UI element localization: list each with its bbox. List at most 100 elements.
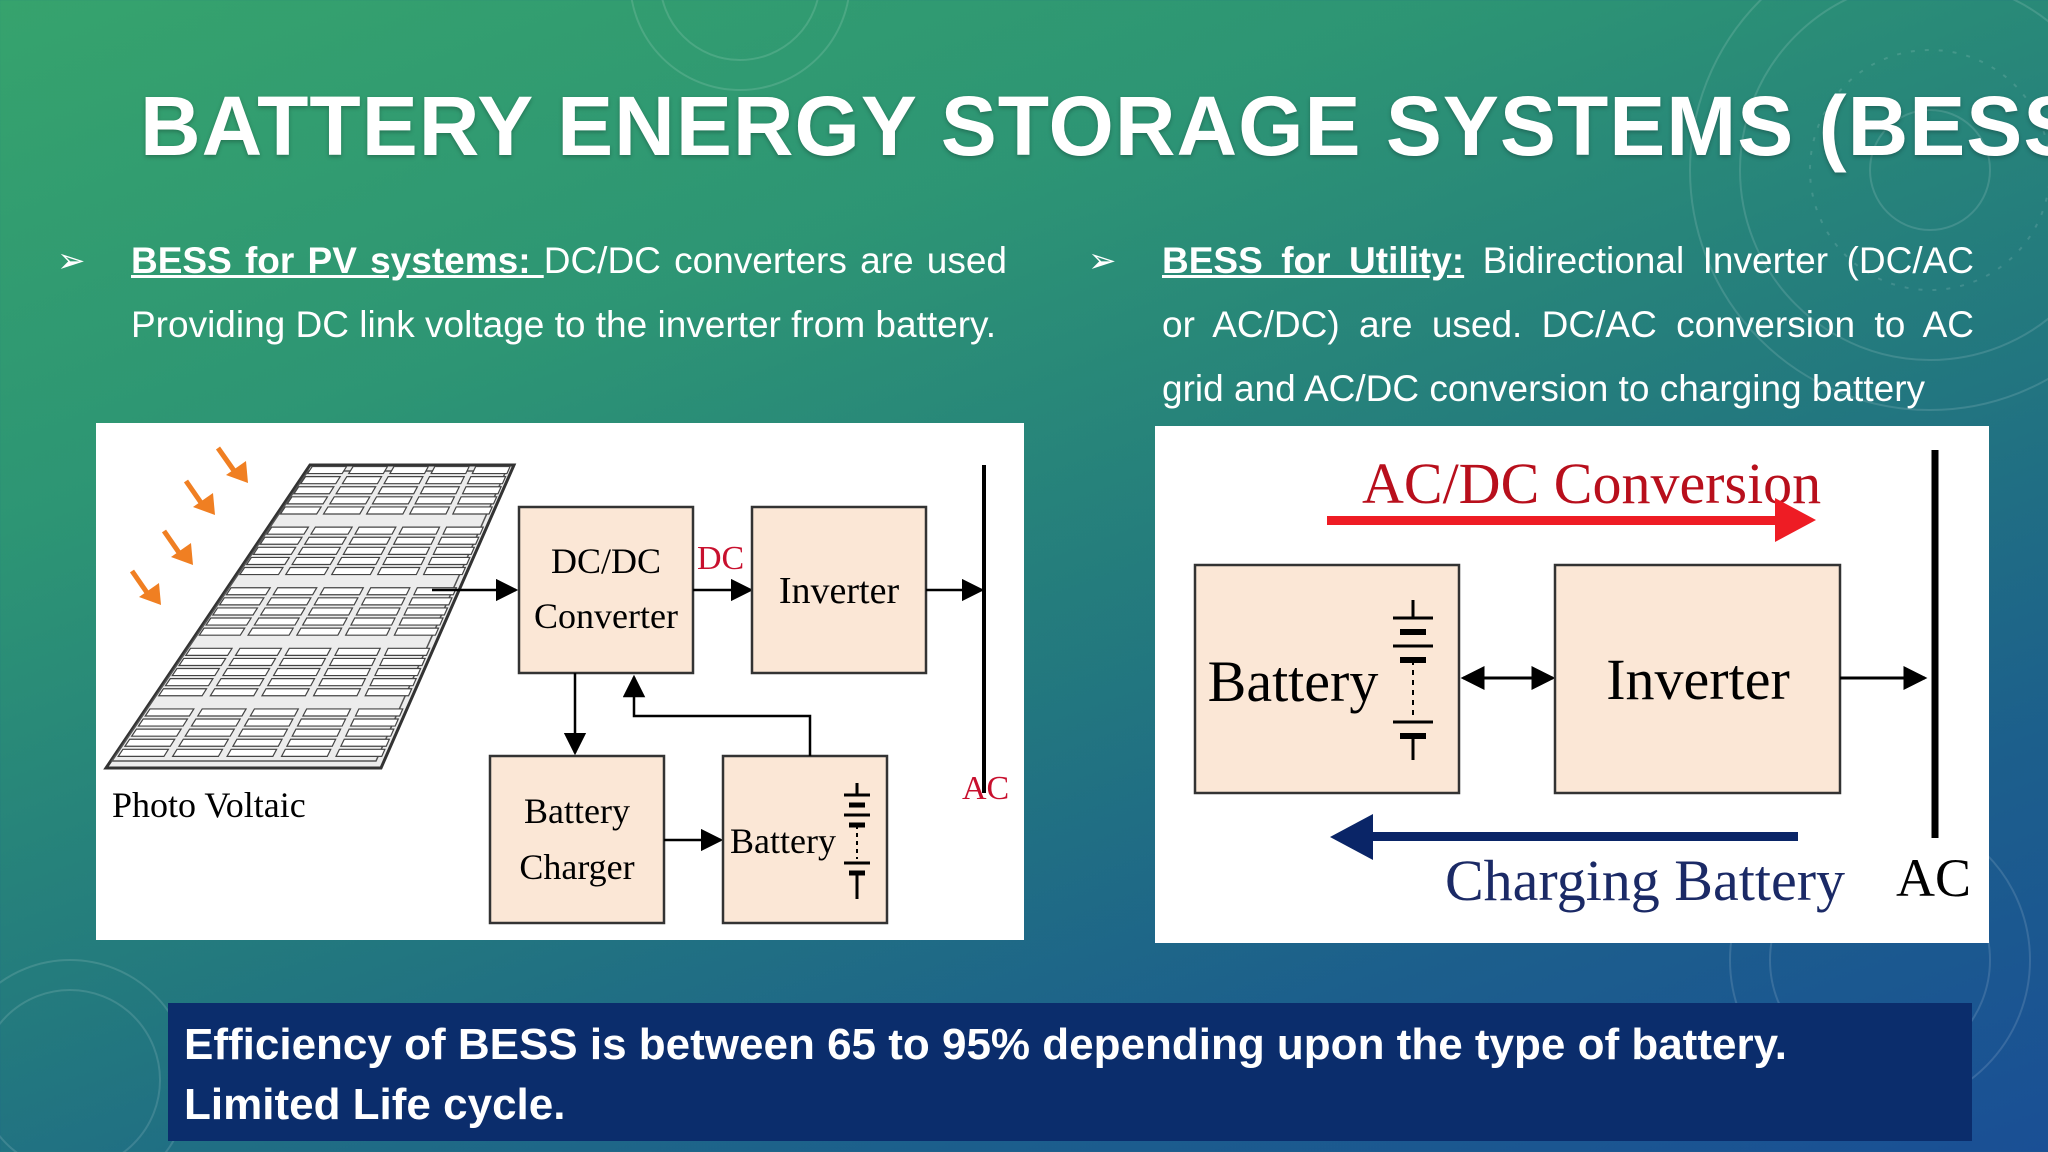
solar-cell xyxy=(330,566,376,576)
solar-cell xyxy=(291,728,342,737)
charging-battery-label: Charging Battery xyxy=(1445,848,1845,913)
solar-cell xyxy=(422,566,467,576)
solar-cell xyxy=(398,617,444,626)
solar-cell xyxy=(378,657,427,667)
dcdc-converter-block: DC/DC Converter xyxy=(517,505,695,675)
solar-cell xyxy=(260,688,311,697)
solar-cell xyxy=(456,496,498,505)
solar-cell xyxy=(382,556,426,566)
solar-cell xyxy=(117,748,170,757)
efficiency-note-line1: Efficiency of BESS is between 65 to 95% … xyxy=(184,1020,1788,1069)
solar-cell xyxy=(328,496,371,505)
solar-cell xyxy=(218,597,265,606)
solar-cell xyxy=(364,688,413,697)
solar-cell xyxy=(184,647,234,656)
solar-cell xyxy=(297,546,342,555)
battery-charger-block: Battery Charger xyxy=(488,754,666,925)
bullet-utility: ➢ BESS for Utility: Bidirectional Invert… xyxy=(1088,229,1974,421)
solar-cell xyxy=(323,667,372,677)
solar-cell xyxy=(366,587,411,596)
solar-cell xyxy=(393,627,440,636)
dcdc-label-line2: Converter xyxy=(534,596,678,636)
solar-cell xyxy=(292,486,335,495)
solar-cell xyxy=(344,728,395,737)
solar-cell xyxy=(403,607,449,616)
solar-cell xyxy=(328,657,377,667)
solar-cell xyxy=(228,657,277,667)
ac-dc-conversion-label: AC/DC Conversion xyxy=(1362,451,1821,516)
solar-cell xyxy=(313,597,359,606)
solar-cell xyxy=(306,465,348,475)
solar-cell xyxy=(424,476,466,485)
battery-label: Battery xyxy=(730,821,836,861)
solar-cell xyxy=(414,496,456,505)
solar-cell xyxy=(259,536,304,545)
solar-cell xyxy=(190,718,242,727)
solar-cell xyxy=(354,708,404,717)
solar-cell xyxy=(427,556,471,566)
solar-cell xyxy=(265,597,312,606)
pv-diagram-svg: Photo Voltaic DC/DC Converter DC Inverte… xyxy=(103,446,1009,925)
solar-cell xyxy=(266,678,316,687)
solar-cell xyxy=(322,506,365,515)
solar-cell xyxy=(221,667,271,677)
solar-cell xyxy=(123,738,176,747)
solar-panel-icon xyxy=(103,463,517,770)
solar-cell xyxy=(295,627,343,636)
solar-cell xyxy=(408,506,451,515)
solar-cell xyxy=(339,738,391,747)
bullet-body: DC/DC converters are used Providing DC l… xyxy=(131,240,1007,345)
pv-bess-diagram: Photo Voltaic DC/DC Converter DC Inverte… xyxy=(96,423,1024,940)
pv-label: Photo Voltaic xyxy=(112,785,306,825)
sunlight-arrows-icon xyxy=(129,446,248,605)
solar-cell xyxy=(303,536,348,545)
solar-cell xyxy=(198,627,246,636)
solar-cell xyxy=(215,678,265,687)
solar-cell xyxy=(272,667,321,677)
solar-cell xyxy=(349,617,396,626)
solar-cell xyxy=(309,526,354,535)
battery-block: Battery xyxy=(721,754,889,925)
solar-cell xyxy=(387,546,431,555)
solar-cell xyxy=(144,708,195,717)
battery-symbol-icon xyxy=(844,783,870,899)
solar-cell xyxy=(301,617,349,626)
solar-cell xyxy=(365,506,408,515)
solar-cell xyxy=(211,607,259,616)
charger-label-line1: Battery xyxy=(524,791,630,831)
solar-cell xyxy=(344,627,392,636)
solar-cell xyxy=(437,536,480,545)
blue-arrow-left-icon xyxy=(1330,814,1798,860)
solar-cell xyxy=(177,738,230,747)
solar-cell xyxy=(383,647,431,656)
solar-cell xyxy=(253,617,301,626)
utility-inverter-block: Inverter xyxy=(1553,563,1842,795)
inverter-block: Inverter xyxy=(750,505,928,675)
solar-cell xyxy=(461,486,503,495)
solar-cell xyxy=(307,607,354,616)
solar-cell xyxy=(451,506,494,515)
bullet-arrow-icon: ➢ xyxy=(1088,242,1117,280)
efficiency-note-box: Efficiency of BESS is between 65 to 95% … xyxy=(168,1003,1972,1141)
solar-cell xyxy=(280,748,332,757)
solar-cell xyxy=(336,556,381,566)
bullet-heading: BESS for PV systems: xyxy=(131,240,544,281)
solar-cell xyxy=(312,688,362,697)
inverter-label: Inverter xyxy=(779,570,900,612)
bullet-text: BESS for Utility: Bidirectional Inverter… xyxy=(1162,229,1974,421)
solar-cell xyxy=(347,465,389,475)
solar-cell xyxy=(360,597,406,606)
bullet-arrow-icon: ➢ xyxy=(57,242,86,280)
solar-cell xyxy=(249,708,300,717)
solar-cell xyxy=(335,486,377,495)
solar-cell xyxy=(284,647,332,656)
solar-cell xyxy=(398,526,441,535)
red-arrow-right-icon xyxy=(1327,498,1816,542)
solar-cell xyxy=(279,506,323,515)
solar-cell xyxy=(278,657,327,667)
solar-cell xyxy=(164,678,215,687)
solar-cell xyxy=(209,688,259,697)
solar-cell xyxy=(341,476,383,485)
solar-cell xyxy=(299,476,342,485)
dc-label: DC xyxy=(697,540,744,577)
